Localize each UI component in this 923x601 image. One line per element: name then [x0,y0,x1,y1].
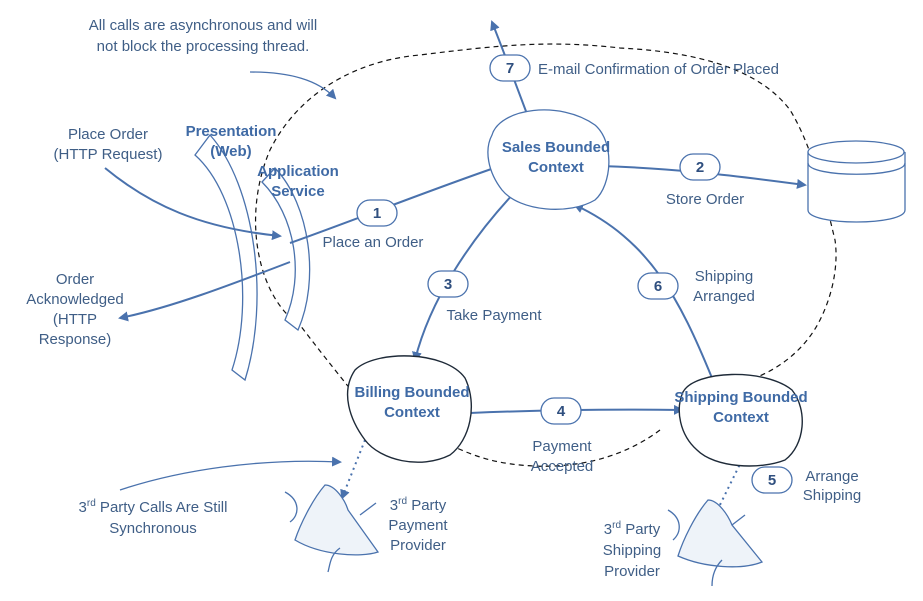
payment-call-arrow [340,439,366,500]
presentation-label-line2: (Web) [210,143,251,160]
svg-text:5: 5 [768,472,776,489]
svg-text:3: 3 [444,276,452,293]
application-layer [261,167,311,332]
ack-label-line1: Order [56,271,94,288]
step-6-label-line2: Arranged [693,288,755,305]
async-note-line1: All calls are asynchronous and will [89,17,317,34]
step-3-label: Take Payment [446,307,542,324]
shipping-provider-label-line1: 3rd Party [604,520,661,538]
order-database-icon [807,140,906,223]
presentation-layer [194,133,258,382]
sync-note-line1: 3rd Party Calls Are Still [79,498,228,516]
ack-label-line2: Acknowledged [26,291,124,308]
shipping-context-shape [678,373,803,467]
svg-text:4: 4 [557,403,566,420]
step-4-label-line1: Payment [532,438,592,455]
step-2-badge: 2 [679,153,721,181]
payment-provider-label-line1: 3rd Party [390,496,447,514]
svg-text:7: 7 [506,60,514,77]
sales-context-shape [487,109,610,210]
billing-context-label-line1: Billing Bounded [355,384,470,401]
http-request-arrow [104,167,282,241]
step-7-badge: 7 [489,54,531,82]
shipping-call-arrow [714,459,743,517]
step-2-label: Store Order [666,191,744,208]
step-5-badge: 5 [751,466,793,494]
shipping-provider-label-line2: Shipping [603,542,661,559]
shipping-provider-icon [667,499,764,587]
flow-1-arrow [289,163,502,244]
svg-text:6: 6 [654,278,662,295]
step-1-label: Place an Order [323,234,424,251]
presentation-label-line1: Presentation [186,123,277,140]
async-note-line2: not block the processing thread. [97,38,310,55]
sync-note-line2: Synchronous [109,520,197,537]
billing-context-shape [347,355,472,463]
ack-label-line3: (HTTP [53,311,97,328]
async-note-arrow [249,71,337,100]
step-4-label-line2: Accepted [531,458,594,475]
sync-note-arrow [119,456,342,491]
step-4-badge: 4 [540,397,582,425]
step-6-label-line1: Shipping [695,268,753,285]
billing-context-label-line2: Context [384,404,440,421]
step-3-badge: 3 [427,270,469,298]
shipping-context-label-line1: Shipping Bounded [674,389,807,406]
step-5-label-line2: Shipping [803,487,861,504]
http-response-arrow [118,261,291,322]
payment-provider-label-line3: Provider [390,537,446,554]
payment-provider-label-line2: Payment [388,517,448,534]
shipping-context-label-line2: Context [713,409,769,426]
step-5-label-line1: Arrange [805,468,858,485]
step-6-badge: 6 [637,272,679,300]
application-label-line2: Service [271,183,324,200]
application-label-line1: Application [257,163,339,180]
svg-text:2: 2 [696,159,704,176]
ack-label-line4: Response) [39,331,112,348]
step-1-badge: 1 [356,199,398,227]
place-order-label-line2: (HTTP Request) [54,146,163,163]
payment-provider-icon [284,484,380,573]
sales-context-label-line1: Sales Bounded [502,139,610,156]
shipping-provider-label-line3: Provider [604,563,660,580]
sales-context-label-line2: Context [528,159,584,176]
step-7-label: E-mail Confirmation of Order Placed [538,61,779,78]
place-order-label-line1: Place Order [68,126,148,143]
svg-text:1: 1 [373,205,381,222]
